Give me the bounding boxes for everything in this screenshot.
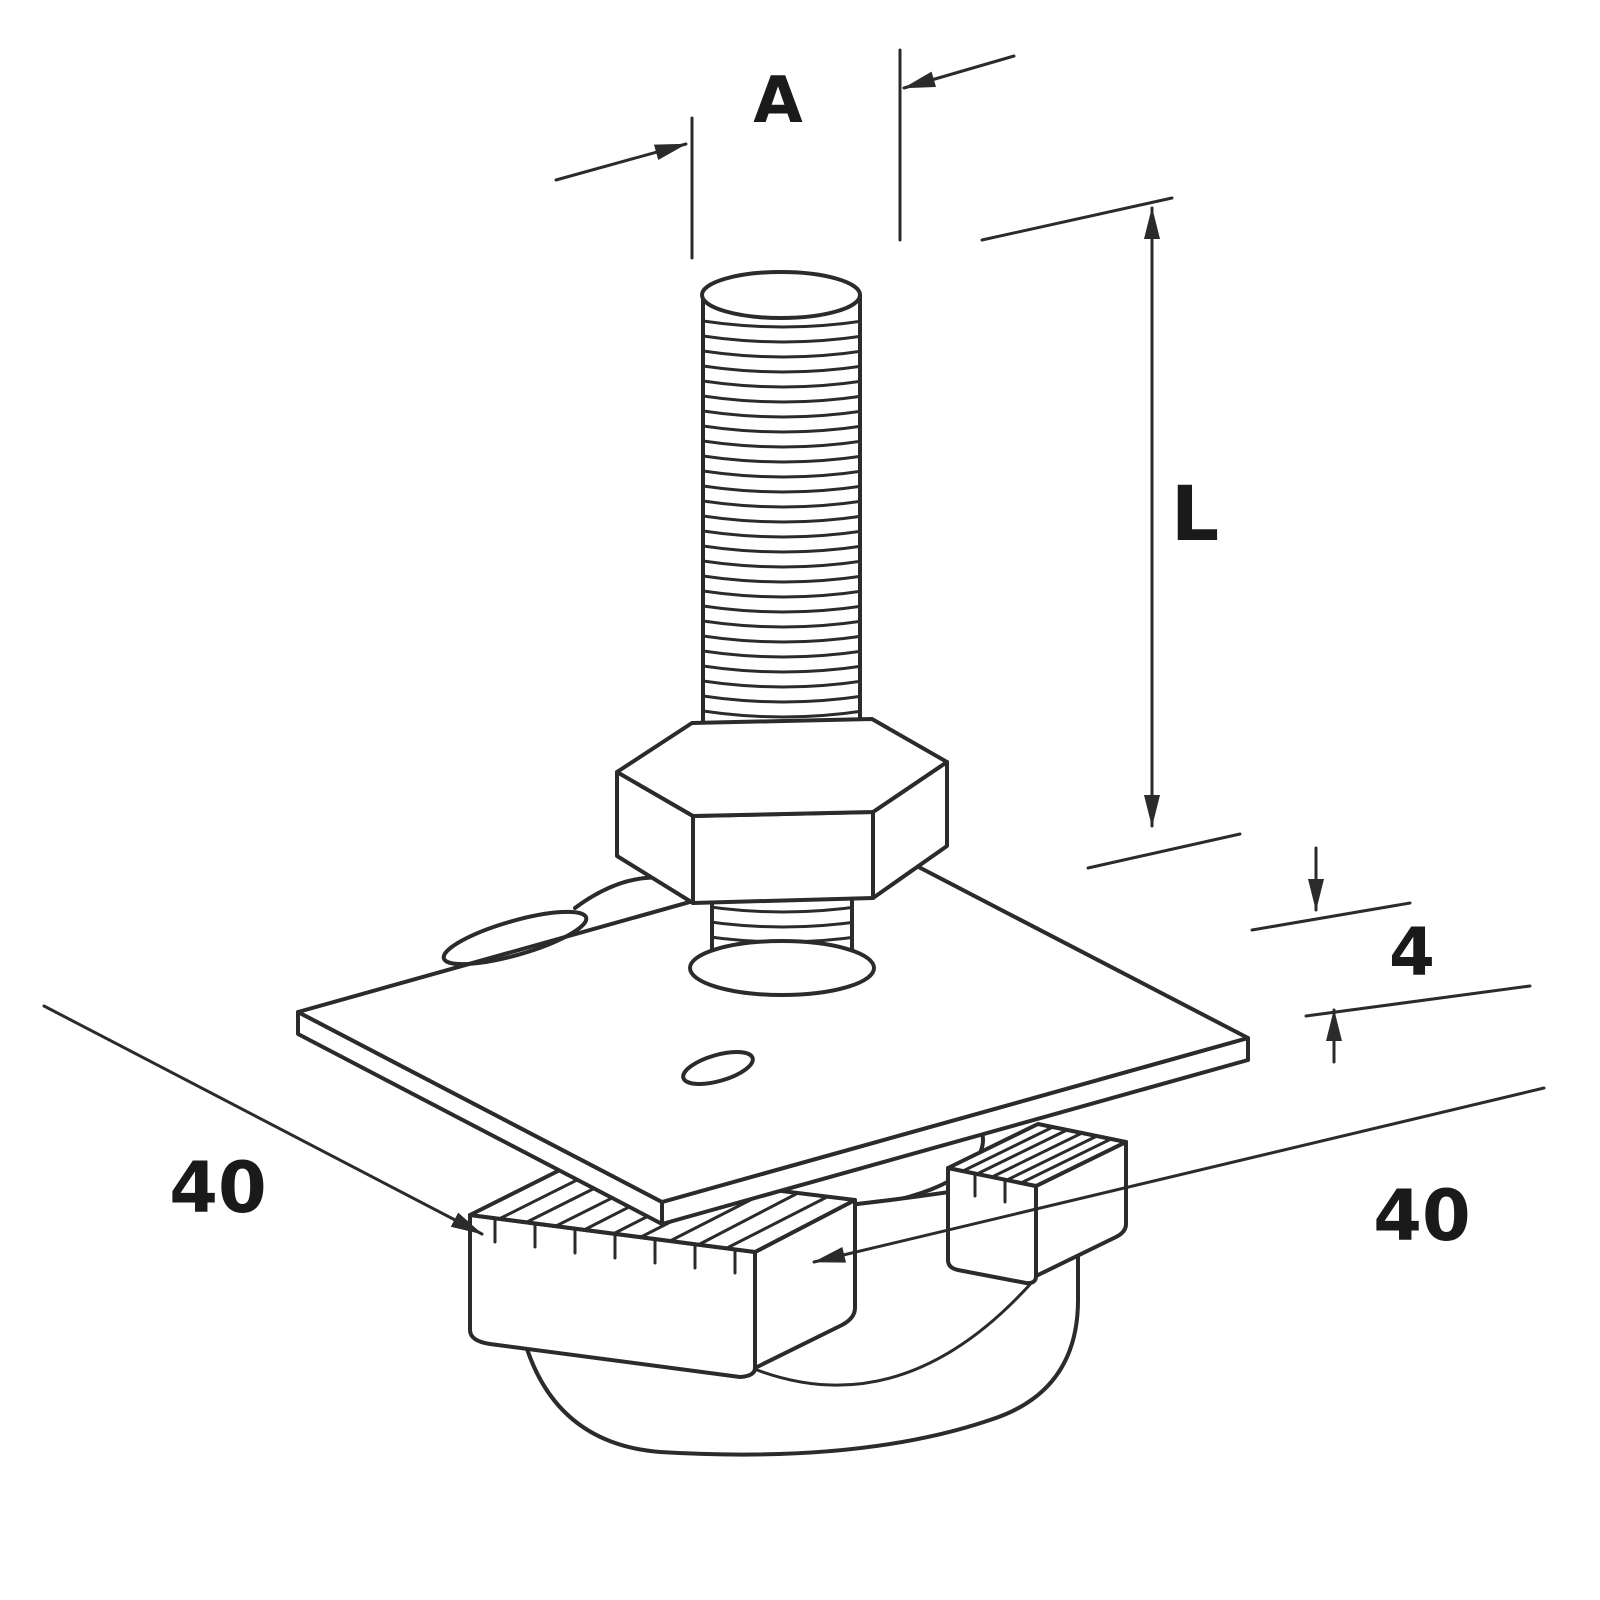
dim-4-bottom-extension — [1304, 984, 1532, 1018]
right-ear-teeth — [973, 1172, 1007, 1204]
hex-nut — [615, 717, 949, 905]
plate-top-face — [296, 846, 1250, 1204]
threaded-rod — [700, 270, 862, 749]
dim-l-top-extension — [980, 196, 1174, 242]
dim-label-plate-depth: 40 — [1373, 1175, 1470, 1257]
dim-40-right-line — [812, 1086, 1546, 1264]
dimension-thread-size: A — [554, 48, 1016, 260]
dim-label-stud-length: L — [1171, 469, 1219, 558]
dim-label-plate-width: 40 — [169, 1147, 266, 1229]
dim-a-right-arrow — [902, 54, 1016, 90]
dim-4-top-extension — [1250, 901, 1412, 932]
left-ear-teeth — [493, 1216, 737, 1275]
dim-l-bottom-extension — [1086, 832, 1242, 870]
rod-threads — [703, 317, 860, 737]
dim-a-left-arrow — [554, 142, 688, 182]
dim-40-left-line — [42, 1004, 484, 1236]
hex-nut-corner-edges — [691, 810, 875, 905]
right-ear-serrations — [961, 1125, 1113, 1185]
collar-washer — [688, 939, 876, 997]
right-serrated-ear — [946, 1122, 1128, 1286]
stud-lower-section — [688, 896, 876, 997]
plate-slot-hole — [441, 909, 589, 967]
channel-nut-contour — [755, 1278, 1036, 1387]
dimension-plate-thickness: 4 — [1250, 846, 1532, 1064]
channel-nut — [468, 1068, 1128, 1457]
stud-stub-edges — [710, 896, 854, 958]
rod-edges — [701, 293, 862, 749]
dimension-plate-depth: 40 — [812, 1086, 1546, 1264]
dimension-plate-width: 40 — [42, 1004, 484, 1236]
dim-label-plate-thickness: 4 — [1389, 914, 1435, 991]
dim-label-thread-size: A — [753, 64, 803, 138]
rod-top-face — [700, 270, 862, 320]
square-plate — [296, 846, 1250, 1226]
plate-round-hole — [681, 1050, 755, 1086]
dimension-stud-length: L — [980, 196, 1242, 870]
left-ear-side-face — [753, 1198, 857, 1370]
